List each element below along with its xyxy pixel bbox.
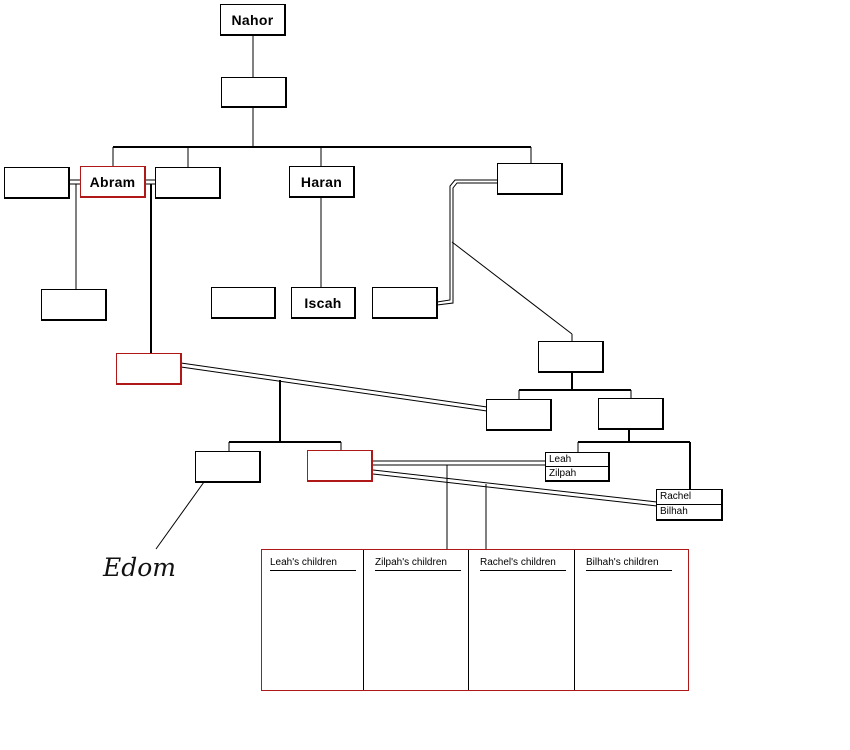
iscah-box: Iscah [291,287,356,319]
haran-child-left-box [211,287,276,319]
bethuel-box [538,341,604,373]
laban-box [598,398,664,430]
haran-box: Haran [289,166,355,198]
abram-first-wife-box [4,167,70,199]
rebekah-box [486,399,552,431]
column-divider [574,550,575,690]
zilpahs-children-header: Zilpah's children [375,557,461,571]
rachel-label: Rachel [657,490,721,505]
esau-box [195,451,261,483]
haran-child-right-box [372,287,438,319]
rachel-bilhah-box: Rachel Bilhah [656,489,723,521]
haran-label: Haran [300,173,343,190]
nahor-child-box [221,77,287,108]
jacob-box [307,450,373,482]
edom-annotation: Edom [103,553,177,582]
isaac-box [116,353,182,385]
children-table: Leah's children Zilpah's children Rachel… [261,549,689,691]
bilhahs-children-header: Bilhah's children [586,557,672,571]
column-divider [468,550,469,690]
column-divider [363,550,364,690]
leah-zilpah-box: Leah Zilpah [545,452,610,482]
nahor-son-box [497,163,563,195]
abram-box: Abram [80,166,146,198]
leah-label: Leah [546,453,608,467]
abram-label: Abram [89,173,136,190]
bilhah-label: Bilhah [660,505,688,517]
leahs-children-header: Leah's children [270,557,356,571]
iscah-label: Iscah [304,294,342,311]
rachels-children-header: Rachel's children [480,557,566,571]
zilpah-label: Zilpah [549,467,577,479]
nahor-box: Nahor [220,4,286,36]
abram-second-wife-box [155,167,221,199]
ishmael-box [41,289,107,321]
nahor-label: Nahor [231,11,274,28]
